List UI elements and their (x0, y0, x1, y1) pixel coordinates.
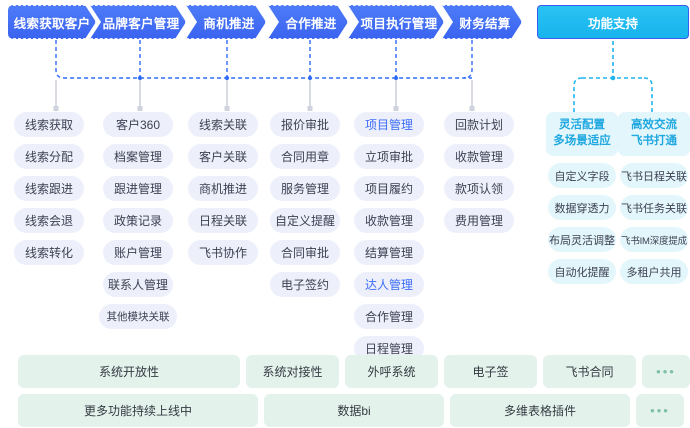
support-pill[interactable]: 数据穿透力 (548, 195, 616, 220)
feature-pill[interactable]: 日程关联 (188, 208, 258, 233)
band-cell[interactable]: 外呼系统 (345, 355, 438, 388)
feature-pill[interactable]: 飞书协作 (188, 240, 258, 265)
feature-pill[interactable]: 线索会退 (14, 208, 84, 233)
band-cell[interactable]: 系统开放性 (18, 355, 240, 388)
feature-pill[interactable]: 其他模块关联 (99, 304, 177, 329)
stage-chevron-1[interactable]: 品牌客户管理 (90, 5, 186, 39)
feature-column-5: 回款计划收款管理款项认领费用管理 (444, 112, 514, 233)
stage-label-5: 财务结算 (459, 16, 511, 31)
stage-label-0: 线索获取客户 (13, 16, 91, 31)
feature-pill[interactable]: 线索获取 (14, 112, 84, 137)
feature-pill[interactable]: 达人管理 (354, 272, 424, 297)
stage-chevron-2[interactable]: 商机推进 (186, 5, 266, 39)
stage-chevron-5[interactable]: 财务结算 (442, 5, 522, 39)
stage-label-1: 品牌客户管理 (102, 16, 180, 31)
feature-pill[interactable]: 自定义提醒 (270, 208, 340, 233)
stage-chevron-0[interactable]: 线索获取客户 (8, 5, 96, 39)
support-pill[interactable]: 自动化提醒 (548, 259, 616, 284)
feature-pill[interactable]: 项目管理 (354, 112, 424, 137)
support-column-header-0[interactable]: 灵活配置多场景适应 (546, 112, 618, 156)
feature-pill[interactable]: 商机推进 (188, 176, 258, 201)
support-header-line: 多场景适应 (553, 135, 611, 147)
feature-pill[interactable]: 立项审批 (354, 144, 424, 169)
feature-pill[interactable]: 政策记录 (103, 208, 173, 233)
band-cell[interactable]: 多维表格插件 (450, 394, 630, 427)
feature-column-2: 线索关联客户关联商机推进日程关联飞书协作 (188, 112, 258, 265)
band-cell[interactable]: 电子签 (444, 355, 537, 388)
feature-pill[interactable]: 跟进管理 (103, 176, 173, 201)
feature-pill[interactable]: 费用管理 (444, 208, 514, 233)
band-cell[interactable]: 数据bi (264, 394, 444, 427)
feature-pill[interactable]: 回款计划 (444, 112, 514, 137)
feature-pill[interactable]: 合同审批 (270, 240, 340, 265)
feature-column-3: 报价审批合同用章服务管理自定义提醒合同审批电子签约 (270, 112, 340, 297)
feature-pill[interactable]: 客户360 (103, 112, 173, 137)
support-column-0: 灵活配置多场景适应自定义字段数据穿透力布局灵活调整自动化提醒 (546, 112, 618, 284)
band-more-button[interactable]: ••• (642, 355, 690, 388)
support-header-button[interactable]: 功能支持 (537, 5, 689, 39)
feature-column-1: 客户360 档案管理跟进管理政策记录账户管理联系人管理其他模块关联 (99, 112, 177, 329)
band-more-button[interactable]: ••• (636, 394, 684, 427)
feature-pill[interactable]: 联系人管理 (103, 272, 173, 297)
feature-pill[interactable]: 电子签约 (270, 272, 340, 297)
stage-label-3: 合作推进 (285, 16, 337, 31)
feature-pill[interactable]: 线索跟进 (14, 176, 84, 201)
support-header-line: 飞书打通 (631, 135, 677, 147)
feature-pill[interactable]: 线索分配 (14, 144, 84, 169)
feature-pill[interactable]: 款项认领 (444, 176, 514, 201)
feature-pill[interactable]: 线索关联 (188, 112, 258, 137)
support-pill[interactable]: 布局灵活调整 (548, 227, 616, 252)
support-pill[interactable]: 多租户共用 (620, 259, 688, 284)
support-header-line: 灵活配置 (559, 119, 605, 132)
support-column-header-1[interactable]: 高效交流飞书打通 (618, 112, 690, 156)
feature-pill[interactable]: 收款管理 (354, 208, 424, 233)
feature-pill[interactable]: 结算管理 (354, 240, 424, 265)
support-pill[interactable]: 飞书IM深度提成 (620, 227, 688, 252)
feature-pill[interactable]: 收款管理 (444, 144, 514, 169)
feature-pill[interactable]: 报价审批 (270, 112, 340, 137)
feature-pill[interactable]: 合同用章 (270, 144, 340, 169)
feature-pill[interactable]: 合作管理 (354, 304, 424, 329)
support-pill[interactable]: 自定义字段 (548, 163, 616, 188)
feature-column-0: 线索获取线索分配线索跟进线索会退线索转化 (14, 112, 84, 265)
feature-pill[interactable]: 项目履约 (354, 176, 424, 201)
capability-band: 系统开放性系统对接性外呼系统电子签飞书合同••• (18, 355, 690, 388)
stage-label-4: 项目执行管理 (360, 16, 438, 31)
feature-column-4: 项目管理立项审批项目履约收款管理结算管理达人管理合作管理日程管理 (354, 112, 424, 361)
stage-chevron-4[interactable]: 项目执行管理 (348, 5, 444, 39)
band-cell[interactable]: 系统对接性 (246, 355, 339, 388)
stage-chevron-3[interactable]: 合作推进 (268, 5, 348, 39)
support-column-1: 高效交流飞书打通飞书日程关联飞书任务关联飞书IM深度提成多租户共用 (618, 112, 690, 284)
support-header-line: 高效交流 (631, 119, 677, 132)
feature-pill[interactable]: 账户管理 (103, 240, 173, 265)
feature-pill[interactable]: 线索转化 (14, 240, 84, 265)
stage-label-2: 商机推进 (203, 16, 255, 31)
support-pill[interactable]: 飞书日程关联 (620, 163, 688, 188)
support-pill[interactable]: 飞书任务关联 (620, 195, 688, 220)
band-cell[interactable]: 飞书合同 (543, 355, 636, 388)
feature-pill[interactable]: 客户关联 (188, 144, 258, 169)
feature-pill[interactable]: 服务管理 (270, 176, 340, 201)
band-cell[interactable]: 更多功能持续上线中 (18, 394, 258, 427)
feature-pill[interactable]: 档案管理 (103, 144, 173, 169)
support-header-label: 功能支持 (587, 16, 638, 31)
